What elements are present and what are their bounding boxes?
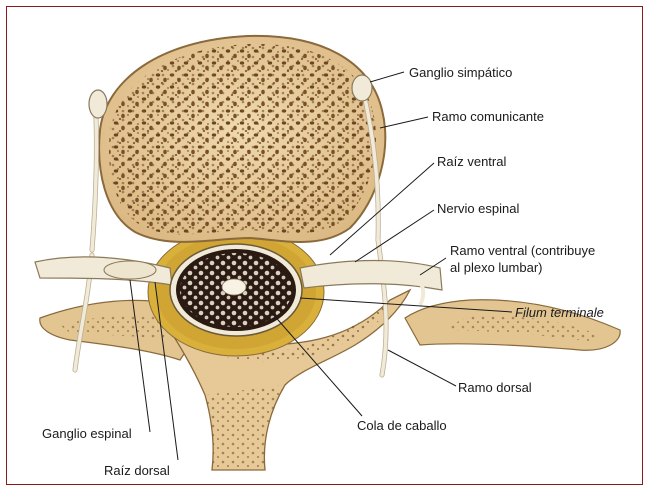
label-ramo-ventral-line1: Ramo ventral (contribuye <box>450 243 595 258</box>
vertebral-body <box>99 36 385 242</box>
sympathetic-ganglion-right <box>352 75 372 101</box>
dorsal-root-ganglion <box>104 261 156 279</box>
label-ganglio-espinal: Ganglio espinal <box>42 426 132 441</box>
label-filum-terminale: Filum terminale <box>515 305 604 320</box>
sympathetic-ganglion-left <box>89 90 107 118</box>
label-cola-de-caballo: Cola de caballo <box>357 418 447 433</box>
dural-sac <box>170 244 302 336</box>
label-raiz-dorsal: Raíz dorsal <box>104 463 170 478</box>
label-ramo-dorsal: Ramo dorsal <box>458 380 532 395</box>
filum-terminale-mark <box>222 279 246 295</box>
label-raiz-ventral: Raíz ventral <box>437 154 506 169</box>
label-ganglio-simpatico: Ganglio simpático <box>409 65 512 80</box>
label-nervio-espinal: Nervio espinal <box>437 201 519 216</box>
label-ramo-comunicante: Ramo comunicante <box>432 109 544 124</box>
label-ramo-ventral-line2: al plexo lumbar) <box>450 260 543 275</box>
